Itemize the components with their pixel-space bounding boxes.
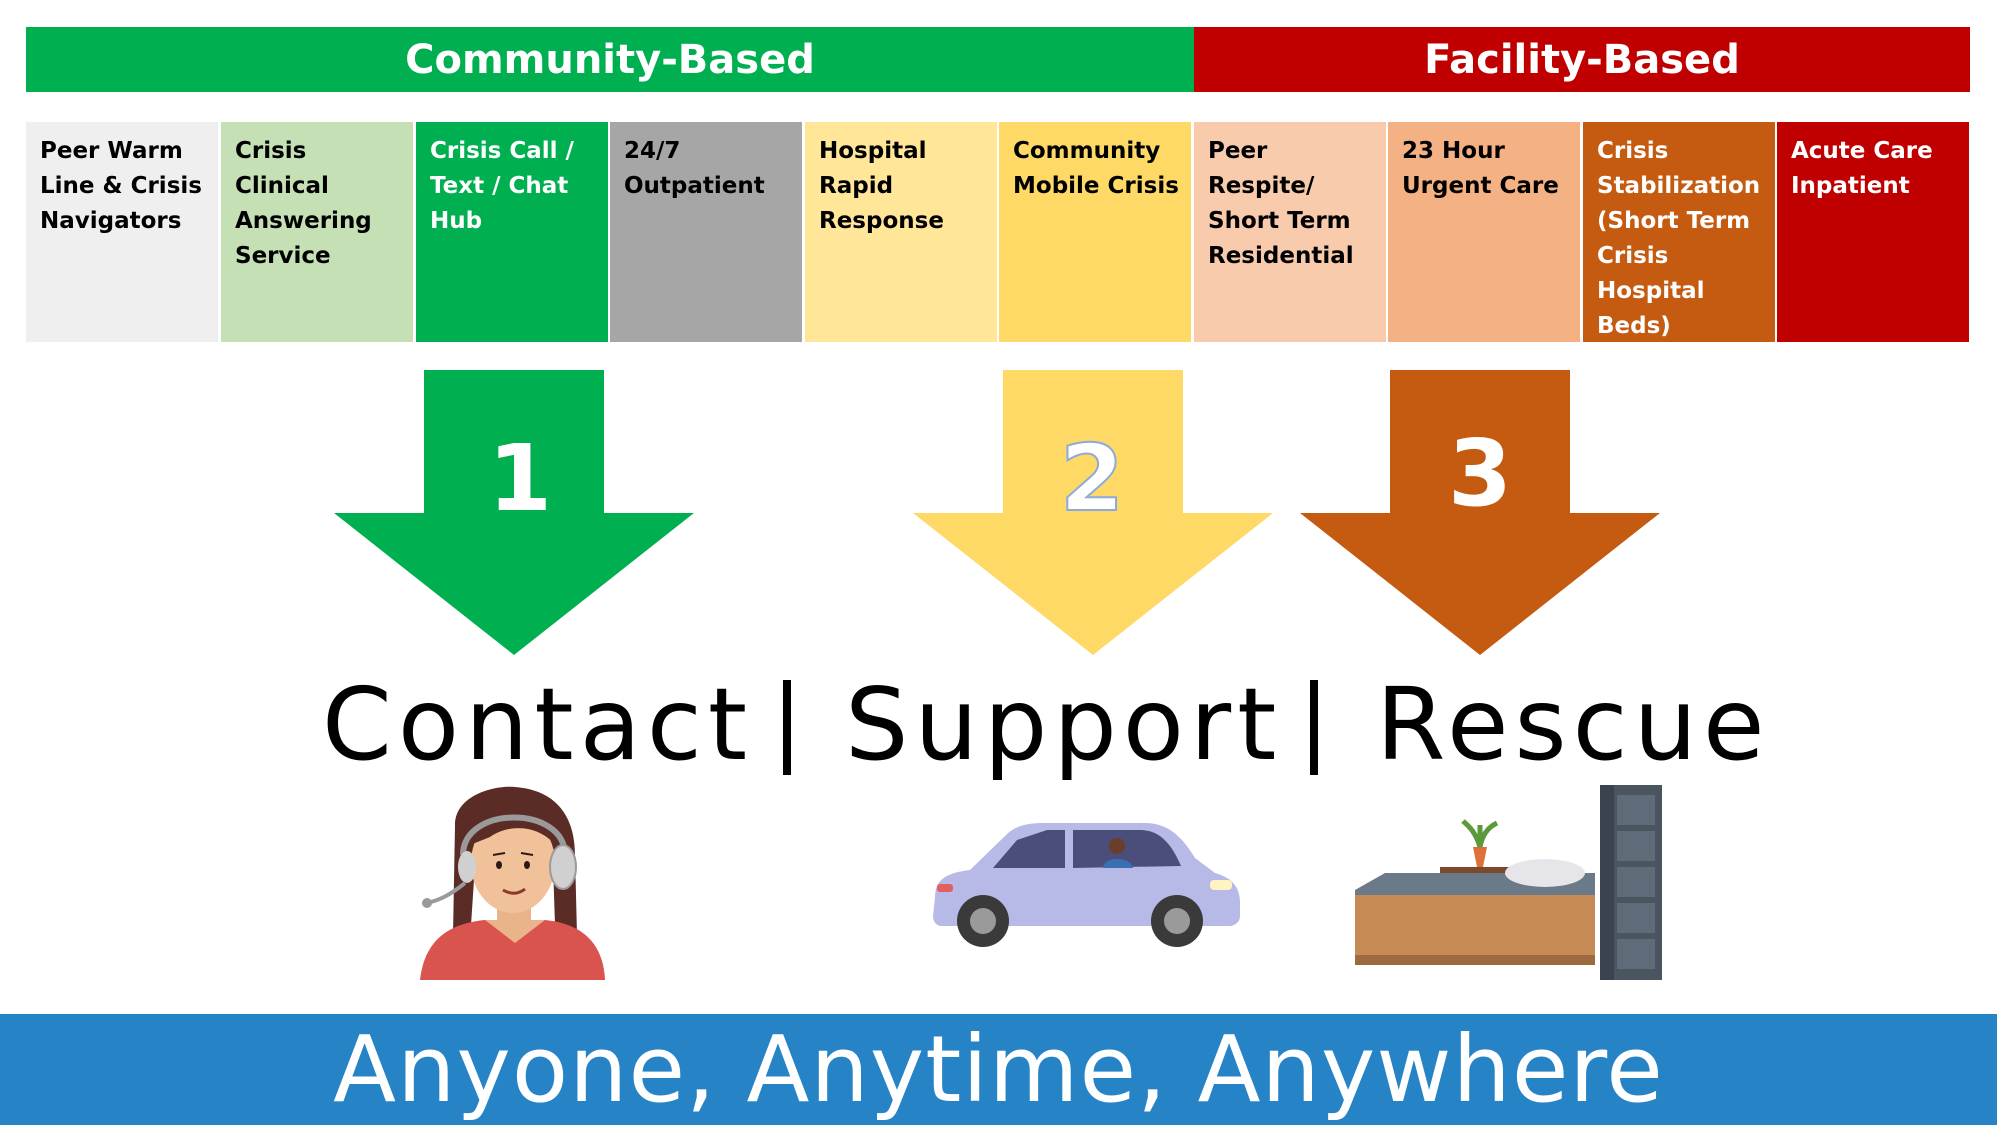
cell-label: Crisis Call / Text / Chat Hub (430, 138, 574, 234)
community-based-label: Community-Based (405, 36, 815, 83)
facility-based-label: Facility-Based (1424, 36, 1740, 83)
car-icon (925, 818, 1245, 952)
footer-banner: Anyone, Anytime, Anywhere (0, 1014, 1997, 1125)
facility-based-header: Facility-Based (1194, 27, 1970, 92)
cell-crisis-call-hub: Crisis Call / Text / Chat Hub (416, 122, 608, 342)
cell-hospital-rapid-response: Hospital Rapid Response (805, 122, 997, 342)
tagline-support: Support (845, 666, 1283, 783)
tagline-rescue: Rescue (1376, 666, 1771, 783)
tagline-contact: Contact (322, 666, 754, 783)
cell-crisis-stabilization: Crisis Stabilization (Short Term Crisis … (1583, 122, 1775, 342)
arrow-number-3: 3 (1447, 420, 1512, 527)
bed-dresser-icon (1355, 785, 1690, 984)
cell-label: Peer Warm Line & Crisis Navigators (40, 138, 202, 234)
footer-text: Anyone, Anytime, Anywhere (333, 1016, 1664, 1123)
headset-person-icon (415, 785, 605, 984)
cell-label: Hospital Rapid Response (819, 138, 944, 234)
arrow-number-1: 1 (487, 425, 552, 532)
cell-peer-respite: Peer Respite/ Short Term Residential (1194, 122, 1386, 342)
cell-label: Peer Respite/ Short Term Residential (1208, 138, 1354, 269)
cell-acute-care-inpatient: Acute Care Inpatient (1777, 122, 1969, 342)
arrow-support (913, 370, 1273, 655)
cell-label: Crisis Clinical Answering Service (235, 138, 372, 269)
cell-label: 23 Hour Urgent Care (1402, 138, 1559, 199)
arrow-number-2: 2 (1059, 424, 1125, 533)
cell-peer-warm-line: Peer Warm Line & Crisis Navigators (26, 122, 218, 342)
arrow-rescue (1300, 370, 1660, 655)
cell-crisis-clinical-answering: Crisis Clinical Answering Service (221, 122, 413, 342)
community-based-header: Community-Based (26, 27, 1194, 92)
cell-label: Community Mobile Crisis (1013, 138, 1179, 199)
tagline-separator-1 (783, 680, 791, 775)
cell-label: Acute Care Inpatient (1791, 138, 1933, 199)
arrow-contact (334, 370, 694, 655)
cell-community-mobile-crisis: Community Mobile Crisis (999, 122, 1191, 342)
tagline-separator-2 (1310, 680, 1318, 775)
cell-label: 24/7 Outpatient (624, 138, 765, 199)
cell-urgent-care: 23 Hour Urgent Care (1388, 122, 1580, 342)
cell-label: Crisis Stabilization (Short Term Crisis … (1597, 138, 1761, 339)
cell-outpatient: 24/7 Outpatient (610, 122, 802, 342)
